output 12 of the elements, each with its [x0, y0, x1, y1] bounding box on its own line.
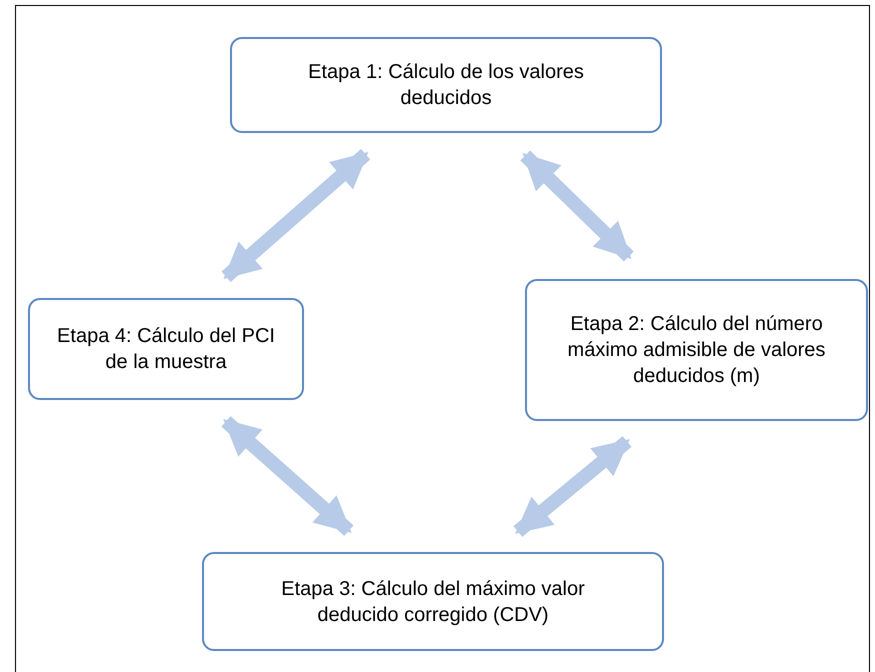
box-text: Etapa 2: Cálculo del número máximo admisible de valores deducidos (m) — [567, 312, 826, 389]
box-text: Etapa 4: Cálculo del PCI de la muestra — [56, 324, 276, 375]
box-text: Etapa 3: Cálculo del máximo valor deducido corregido (CDV) — [280, 576, 586, 628]
process-box — [202, 552, 664, 651]
box-text: Etapa 1: Cálculo de los valores deducidos — [307, 60, 585, 111]
double-arrow — [221, 416, 354, 536]
double-arrow — [520, 150, 634, 262]
process-box — [230, 37, 662, 133]
double-arrow — [221, 148, 370, 282]
process-box — [28, 298, 304, 400]
double-arrow — [513, 436, 632, 537]
process-box — [525, 279, 868, 421]
